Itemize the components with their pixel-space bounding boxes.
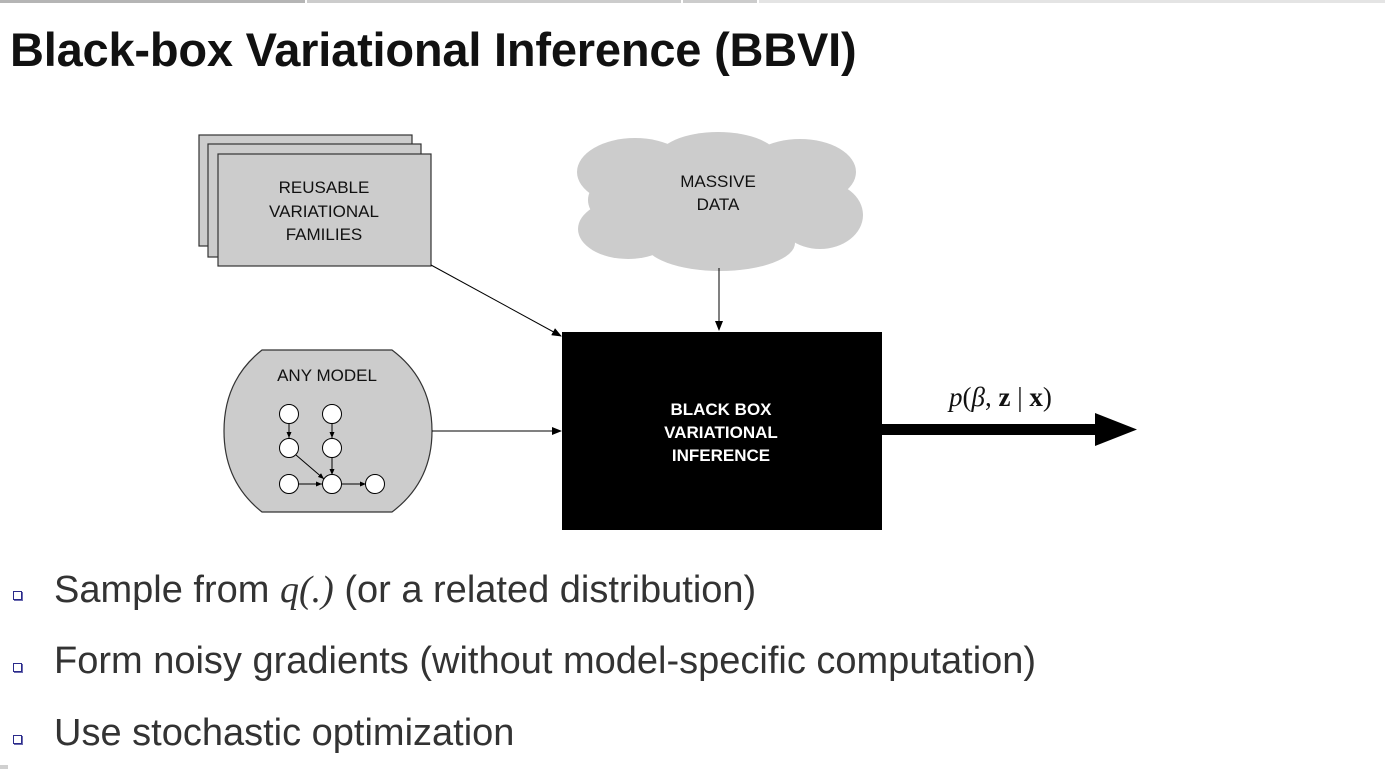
bullet-text: Use stochastic optimization xyxy=(54,712,515,754)
edge xyxy=(295,454,325,480)
bullet-math: q(.) xyxy=(279,569,334,611)
graph-node xyxy=(279,474,299,494)
graph-node xyxy=(322,438,342,458)
bullet-text-part: (or a related distribution) xyxy=(333,569,757,611)
bullet-square-icon xyxy=(13,591,22,600)
progress-segment-done xyxy=(0,0,305,3)
families-label-line-2: VARIATIONAL xyxy=(269,202,379,221)
bullet-square-icon xyxy=(13,663,22,672)
slide-corner-mark xyxy=(0,765,8,769)
bullet-text: Sample from q(.) (or a related distribut… xyxy=(54,568,756,612)
black-box-label-line-1: BLACK BOX xyxy=(670,400,772,419)
data-label-line-1: MASSIVE xyxy=(680,172,756,191)
output-arrow-head xyxy=(1095,413,1137,446)
model-label: ANY MODEL xyxy=(277,366,377,385)
graph-node xyxy=(322,404,342,424)
families-label-line-3: FAMILIES xyxy=(286,225,363,244)
graph-node xyxy=(279,404,299,424)
family-card-front xyxy=(217,153,432,267)
families-label-line-1: REUSABLE xyxy=(279,178,370,197)
graph-node xyxy=(365,474,385,494)
black-box-label-line-3: INFERENCE xyxy=(672,446,770,465)
progress-segment-remaining xyxy=(759,0,1385,3)
presentation-progress-bar xyxy=(0,0,1385,3)
progress-segment-section xyxy=(307,0,681,3)
slide-title: Black-box Variational Inference (BBVI) xyxy=(10,23,857,76)
black-box-vi: BLACK BOX VARIATIONAL INFERENCE xyxy=(562,332,882,530)
graph-node xyxy=(322,474,342,494)
any-model-block: ANY MODEL xyxy=(223,349,433,513)
graphical-model xyxy=(279,404,385,494)
progress-segment-current xyxy=(683,0,757,3)
cloud-shape xyxy=(577,132,863,271)
data-label-line-2: DATA xyxy=(697,195,740,214)
output-arrow-shaft xyxy=(882,424,1097,435)
massive-data-cloud: MASSIVE DATA xyxy=(577,132,863,271)
variational-families-stack: REUSABLE VARIATIONAL FAMILIES xyxy=(198,134,432,267)
arrow-families-to-bbvi xyxy=(430,264,562,337)
black-box-rect xyxy=(562,332,882,530)
bullet-text: Form noisy gradients (without model-spec… xyxy=(54,640,1037,682)
posterior-output-arrow: p(β, z | x) xyxy=(882,382,1137,446)
graph-node xyxy=(279,438,299,458)
bullet-text-part: Sample from xyxy=(54,569,280,611)
bullet-square-icon xyxy=(13,735,22,744)
black-box-label-line-2: VARIATIONAL xyxy=(664,423,778,442)
posterior-formula: p(β, z | x) xyxy=(947,382,1052,412)
model-container xyxy=(223,349,433,513)
